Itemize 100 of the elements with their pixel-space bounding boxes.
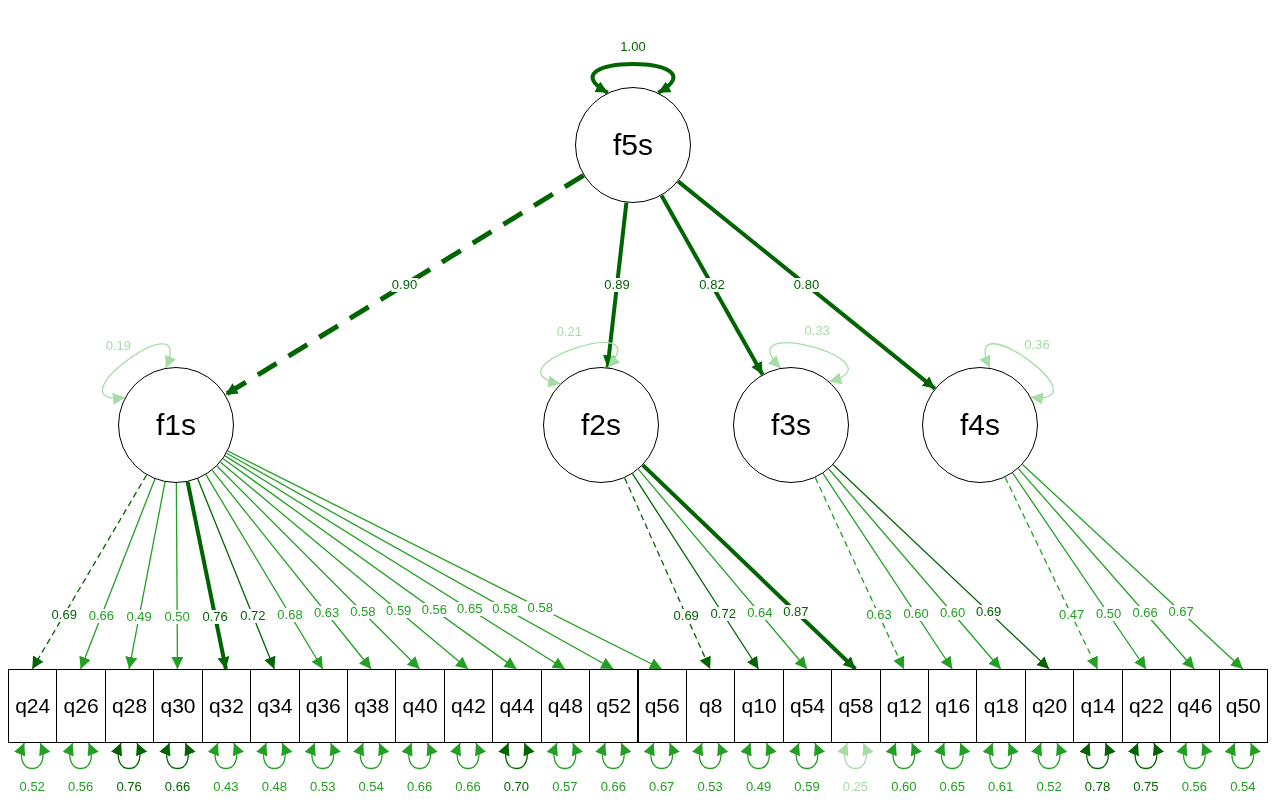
variance-loop-arrow (208, 742, 244, 770)
variance-loop-arrow (886, 742, 922, 770)
edge-label: 0.25 (841, 780, 870, 794)
variance-loop-arrow (983, 742, 1018, 770)
path-arrow (171, 482, 184, 670)
edge-label: 0.49 (744, 780, 773, 794)
edge-label: 0.76 (201, 609, 229, 624)
path-arrow (222, 458, 518, 670)
path-arrow (814, 477, 905, 670)
edge-label: 0.72 (709, 607, 737, 622)
observed-variable-box: q30 (153, 669, 203, 743)
observed-variable-box: q22 (1121, 669, 1172, 743)
edge-label: 0.56 (420, 603, 448, 618)
observed-variable-box: q56 (637, 669, 687, 743)
edge-label: 0.76 (115, 780, 143, 794)
path-arrow (624, 477, 711, 670)
observed-variable-box: q32 (201, 669, 252, 743)
edge-label: 0.66 (163, 780, 192, 794)
edge-label: 0.66 (599, 780, 627, 794)
edge-label: 0.66 (87, 608, 116, 623)
path-arrow (641, 463, 857, 671)
path-arrow (219, 461, 469, 670)
variance-loop-arrow (257, 742, 292, 770)
observed-variable-box: q38 (346, 669, 397, 743)
edge-label: 0.72 (239, 608, 267, 623)
edge-label: 0.64 (746, 606, 774, 621)
variance-loop-arrow (102, 343, 176, 404)
edge-label: 0.58 (491, 601, 519, 616)
variance-loop-arrow (980, 343, 1054, 404)
observed-variable-box: q34 (250, 669, 300, 743)
variance-loop-arrow (353, 742, 389, 770)
edge-label: 0.53 (696, 780, 724, 794)
variance-loop-arrow (15, 742, 50, 770)
variance-loop-arrow (1031, 742, 1067, 770)
edge-label: 0.56 (66, 780, 95, 794)
edge-label: 0.89 (603, 278, 631, 292)
edge-label: 0.58 (526, 600, 554, 615)
path-arrow (1017, 467, 1195, 670)
edge-label: 0.65 (938, 780, 966, 794)
edge-label: 0.78 (1083, 780, 1112, 794)
path-arrow (1004, 476, 1099, 670)
edge-label: 0.63 (865, 608, 893, 623)
edge-label: 0.49 (125, 609, 153, 624)
edge-label: 0.60 (890, 780, 918, 794)
edge-label: 0.69 (672, 608, 700, 623)
edge-label: 0.52 (18, 780, 46, 794)
observed-variable-box: q36 (298, 669, 348, 743)
path-arrow (31, 474, 148, 670)
path-arrow (79, 478, 156, 670)
path-arrow (1021, 463, 1244, 670)
path-arrow (676, 179, 937, 391)
latent-variable-circle: f3s (733, 367, 849, 483)
path-arrow (125, 481, 166, 670)
observed-variable-box: q52 (589, 669, 639, 743)
edge-label: 0.59 (793, 780, 821, 794)
path-arrow (659, 194, 765, 376)
edge-label: 0.67 (648, 780, 676, 794)
edge-label: 1.00 (619, 40, 647, 54)
variance-loop-arrow (1225, 742, 1260, 770)
path-arrow (211, 469, 372, 670)
variance-loop-arrow (450, 742, 486, 770)
edge-label: 0.87 (782, 604, 810, 619)
edge-label: 0.53 (309, 780, 337, 794)
edge-label: 0.57 (551, 780, 579, 794)
variance-loop-arrow (692, 742, 728, 770)
variance-loop-arrow (789, 742, 825, 770)
path-arrow (603, 202, 629, 368)
edge-label: 0.58 (349, 605, 377, 620)
edge-label: 0.66 (1131, 605, 1159, 620)
edge-label: 0.56 (1180, 780, 1208, 794)
path-arrow (205, 474, 324, 670)
variance-loop-arrow (63, 742, 98, 770)
edge-label: 0.54 (1229, 780, 1257, 794)
edge-label: 0.59 (385, 604, 413, 619)
observed-variable-box: q40 (395, 669, 445, 743)
variance-loop-arrow (741, 742, 776, 770)
observed-variable-box: q8 (685, 669, 736, 743)
path-arrow (224, 173, 585, 397)
path-arrow (832, 464, 1050, 670)
variance-loop-arrow (540, 341, 620, 386)
variance-loop-arrow (402, 742, 437, 770)
observed-variable-box: q48 (540, 669, 591, 743)
edge-label: 0.50 (1094, 607, 1123, 622)
edge-label: 0.82 (698, 278, 726, 292)
observed-variable-box: q16 (928, 669, 978, 743)
edge-label: 0.66 (405, 780, 434, 794)
observed-variable-box: q50 (1218, 669, 1268, 743)
path-arrow (216, 465, 421, 670)
edge-label: 0.69 (50, 607, 78, 622)
edge-label: 0.66 (454, 780, 482, 794)
latent-variable-circle: f1s (118, 367, 234, 483)
variance-loop-arrow (499, 742, 534, 770)
edge-label: 0.68 (276, 607, 304, 622)
edge-label: 0.65 (456, 602, 484, 617)
variance-loop-arrow (768, 342, 849, 383)
path-arrow (1011, 472, 1147, 670)
variance-loop-arrow (644, 742, 679, 770)
edge-label: 0.75 (1132, 780, 1160, 794)
path-arrow (828, 468, 1002, 670)
path-arrow (185, 481, 230, 670)
